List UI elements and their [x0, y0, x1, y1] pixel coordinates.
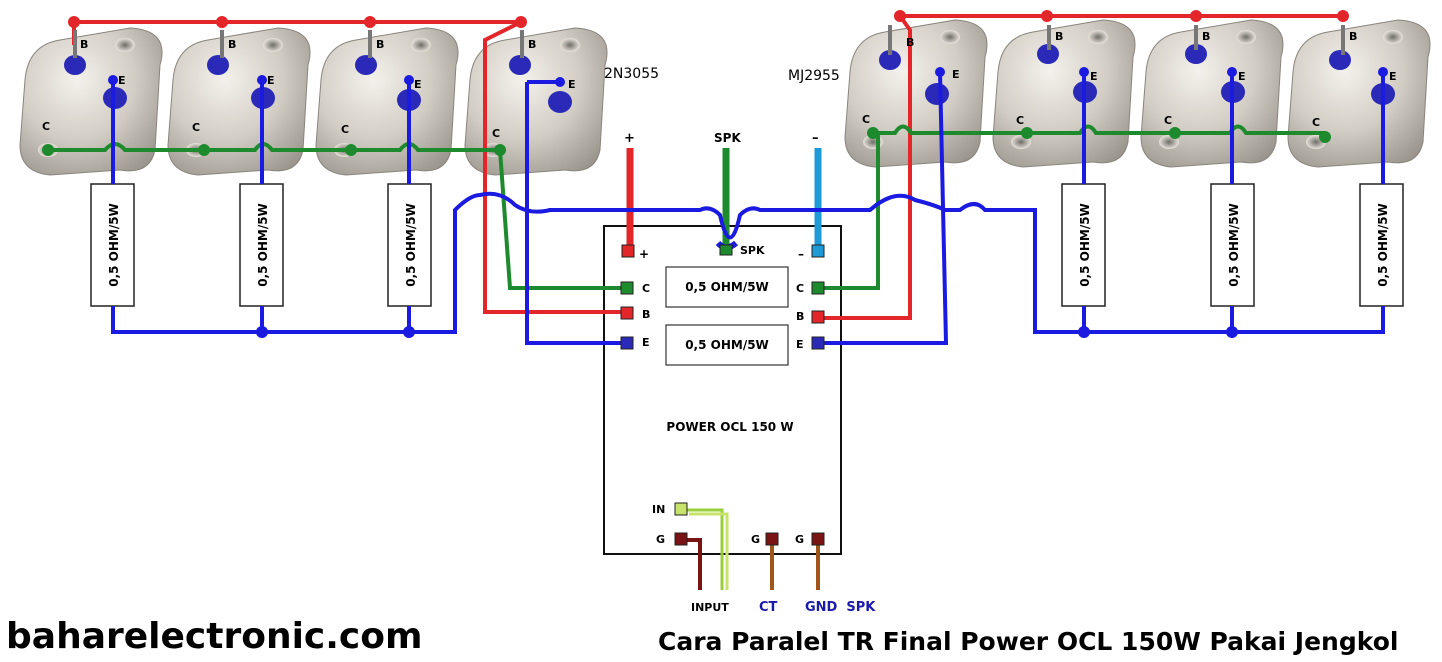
watermark: baharelectronic.com	[6, 616, 423, 657]
svg-text:B: B	[376, 38, 384, 51]
resistor-label-l2: 0,5 OHM/5W	[256, 203, 270, 287]
base-pins	[73, 25, 1345, 58]
board-in-label: IN	[652, 503, 665, 516]
transistor-npn-1	[19, 27, 163, 176]
emitter-resistors-right: 0,5 OHM/5W 0,5 OHM/5W 0,5 OHM/5W	[1061, 183, 1404, 307]
junction-dots	[42, 10, 1388, 338]
power-board: 0,5 OHM/5W 0,5 OHM/5W POWER OCL 150 W	[603, 225, 842, 555]
board-plus-label: +	[639, 247, 649, 261]
svg-text:E: E	[568, 78, 576, 91]
resistor-label-r3: 0,5 OHM/5W	[1376, 203, 1390, 287]
board-g-label-2: G	[751, 533, 760, 546]
svg-text:E: E	[1389, 70, 1397, 83]
svg-text:B: B	[1055, 30, 1063, 43]
red-base-wire-right	[818, 14, 1343, 320]
svg-text:B: B	[1202, 30, 1210, 43]
board-g-label-1: G	[656, 533, 665, 546]
board-e-right: E	[796, 338, 804, 351]
svg-text:C: C	[1016, 114, 1024, 127]
spk-label: SPK	[714, 131, 741, 145]
board-resistor-top-label: 0,5 OHM/5W	[685, 280, 769, 294]
board-c-left: C	[642, 282, 650, 295]
board-e-left: E	[642, 336, 650, 349]
svg-text:C: C	[42, 120, 50, 133]
transistor-pnp-1	[844, 19, 988, 168]
diagram-caption: Cara Paralel TR Final Power OCL 150W Pak…	[658, 627, 1398, 656]
board-minus-label: –	[798, 247, 804, 261]
svg-text:C: C	[1164, 114, 1172, 127]
blue-emitter-wires	[111, 71, 1385, 345]
transistor-pnp-3	[1140, 19, 1284, 168]
svg-text:C: C	[341, 123, 349, 136]
svg-text:E: E	[1090, 70, 1098, 83]
transistor-npn-3	[315, 27, 459, 176]
resistor-label-r1: 0,5 OHM/5W	[1078, 203, 1092, 287]
svg-text:E: E	[952, 68, 960, 81]
svg-text:B: B	[80, 38, 88, 51]
pnp-part-label: MJ2955	[788, 68, 840, 84]
resistor-label-r2: 0,5 OHM/5W	[1227, 203, 1241, 287]
svg-text:E: E	[267, 74, 275, 87]
plus-label: +	[624, 131, 635, 146]
svg-text:E: E	[414, 78, 422, 91]
board-b-left: B	[642, 308, 650, 321]
pin-labels: B B B B E E E E C C C C B B B B E E E E …	[42, 30, 1397, 140]
svg-text:B: B	[528, 38, 536, 51]
transistor-pnp-2	[992, 19, 1136, 168]
board-terminals	[620, 244, 825, 546]
svg-text:E: E	[1238, 70, 1246, 83]
board-g-label-3: G	[795, 533, 804, 546]
transistor-npn-2	[167, 27, 311, 176]
npn-part-label: 2N3055	[604, 66, 659, 82]
board-c-right: C	[796, 282, 804, 295]
gnd-spk-label: GND SPK	[805, 600, 876, 615]
svg-text:C: C	[1312, 116, 1320, 129]
svg-text:B: B	[906, 36, 914, 49]
input-label: INPUT	[691, 601, 729, 614]
svg-text:B: B	[228, 38, 236, 51]
board-b-right: B	[796, 310, 804, 323]
emitter-resistors-left: 0,5 OHM/5W 0,5 OHM/5W 0,5 OHM/5W	[90, 183, 432, 307]
ct-label: CT	[759, 600, 778, 615]
transistor-pnp-4	[1287, 19, 1431, 168]
svg-text:C: C	[492, 127, 500, 140]
resistor-label-l1: 0,5 OHM/5W	[107, 203, 121, 287]
svg-text:C: C	[192, 121, 200, 134]
board-spk-label: SPK	[740, 244, 765, 257]
green-collector-wire-right	[818, 124, 1325, 290]
board-title: POWER OCL 150 W	[666, 420, 793, 434]
svg-text:E: E	[118, 74, 126, 87]
resistor-label-l3: 0,5 OHM/5W	[404, 203, 418, 287]
board-resistor-bottom-label: 0,5 OHM/5W	[685, 338, 769, 352]
minus-label: –	[812, 131, 819, 146]
svg-text:B: B	[1349, 30, 1357, 43]
svg-text:C: C	[862, 113, 870, 126]
